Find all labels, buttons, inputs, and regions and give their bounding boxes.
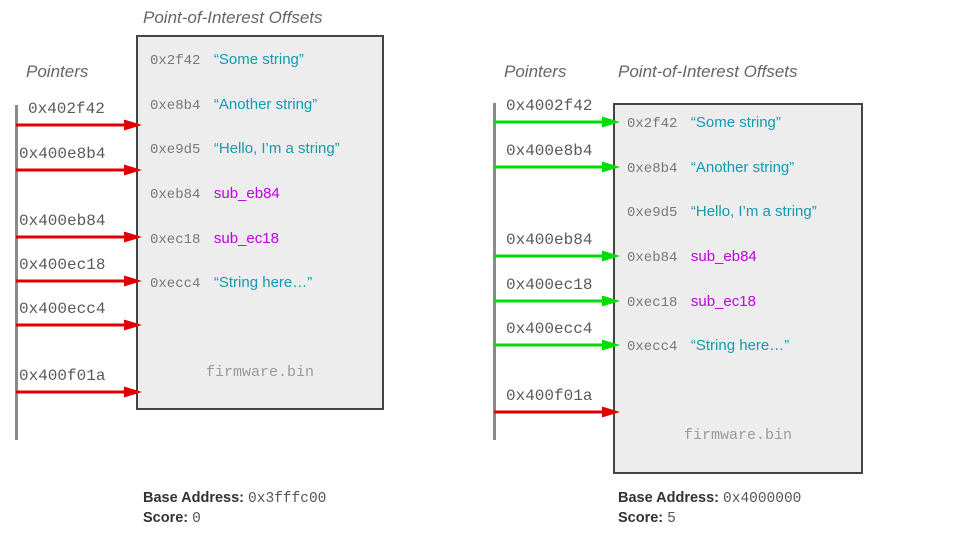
pointer-label: 0x400f01a [19, 367, 106, 385]
offset-value: “String here…” [690, 337, 790, 354]
offset-address: 0xe9d5 [627, 205, 678, 221]
stats-footer-left: Base Address: 0x3fffc00 Score: 0 [143, 489, 326, 529]
offset-value: “String here…” [213, 274, 313, 291]
firmware-filename-left: firmware.bin [205, 364, 315, 381]
score-line: Score: 5 [618, 509, 801, 529]
firmware-box-left: firmware.bin [136, 35, 384, 410]
pointer-label: 0x4002f42 [506, 97, 593, 115]
offset-address: 0x2f42 [150, 53, 201, 69]
offset-address: 0xeb84 [150, 187, 201, 203]
score-label: Score: [618, 510, 664, 526]
scoring-panel-left: Point-of-Interest Offsets Pointers firmw… [15, 8, 384, 529]
offset-address: 0xec18 [627, 295, 678, 311]
pointer-label: 0x400e8b4 [19, 145, 106, 163]
offset-value: sub_eb84 [690, 248, 757, 265]
offset-row: 0xecc4 “String here…” [150, 275, 312, 291]
offset-address: 0xecc4 [150, 276, 201, 292]
offset-address: 0x2f42 [627, 116, 678, 132]
pointer-label: 0x400eb84 [19, 212, 106, 230]
offset-value: “Another string” [213, 96, 318, 113]
pointer-arrow-miss [16, 231, 142, 243]
pointer-arrow-miss [16, 319, 142, 331]
offset-value: “Another string” [690, 159, 795, 176]
pointer-axis-left [15, 105, 18, 440]
offset-value: sub_ec18 [690, 293, 756, 310]
pointer-arrow-miss [494, 406, 620, 418]
offset-address: 0xe8b4 [150, 98, 201, 114]
pointers-heading-right: Pointers [504, 62, 567, 81]
offset-row: 0x2f42 “Some string” [150, 52, 304, 68]
base-address-line: Base Address: 0x4000000 [618, 489, 801, 509]
offset-address: 0xe8b4 [627, 161, 678, 177]
base-address-label: Base Address: [143, 490, 245, 506]
pointers-heading-left: Pointers [26, 62, 89, 81]
pointer-label: 0x400ecc4 [19, 300, 106, 318]
pointer-arrow-match [494, 116, 620, 128]
offset-row: 0xeb84 sub_eb84 [150, 186, 280, 202]
pointer-arrow-match [494, 161, 620, 173]
score-line: Score: 0 [143, 509, 326, 529]
scoring-panel-right: Pointers Point-of-Interest Offsets firmw… [480, 0, 960, 540]
base-address-line: Base Address: 0x3fffc00 [143, 489, 326, 509]
offset-row: 0xe8b4 “Another string” [150, 97, 317, 113]
offset-row: 0xec18 sub_ec18 [150, 231, 279, 247]
offset-row: 0xe8b4 “Another string” [627, 160, 794, 176]
pointer-label: 0x400eb84 [506, 231, 593, 249]
firmware-box-right: firmware.bin [613, 103, 863, 474]
offset-row: 0xe9d5 “Hello, I’m a string” [627, 204, 817, 220]
offset-value: sub_eb84 [213, 185, 280, 202]
pointer-arrow-match [494, 250, 620, 262]
pointer-label: 0x400ecc4 [506, 320, 593, 338]
pointer-arrow-match [494, 295, 620, 307]
pointer-label: 0x400ec18 [19, 256, 106, 274]
pointer-arrow-miss [16, 275, 142, 287]
offset-address: 0xe9d5 [150, 142, 201, 158]
pointer-arrow-miss [16, 386, 142, 398]
offset-row: 0xe9d5 “Hello, I’m a string” [150, 141, 340, 157]
base-address-value: 0x3fffc00 [248, 491, 327, 507]
stats-footer-right: Base Address: 0x4000000 Score: 5 [618, 489, 801, 529]
offset-value: sub_ec18 [213, 230, 279, 247]
offset-row: 0xec18 sub_ec18 [627, 294, 756, 310]
pointer-arrow-miss [16, 119, 142, 131]
offset-address: 0xecc4 [627, 339, 678, 355]
offsets-heading-right: Point-of-Interest Offsets [618, 62, 798, 81]
pointer-label: 0x400ec18 [506, 276, 593, 294]
offset-row: 0xeb84 sub_eb84 [627, 249, 757, 265]
offset-address: 0xec18 [150, 232, 201, 248]
base-address-value: 0x4000000 [723, 491, 802, 507]
offset-value: “Hello, I’m a string” [213, 140, 340, 157]
offset-value: “Some string” [690, 114, 781, 131]
base-address-label: Base Address: [618, 490, 720, 506]
pointer-axis-right [493, 103, 496, 440]
offsets-heading-left: Point-of-Interest Offsets [143, 8, 323, 27]
offset-address: 0xeb84 [627, 250, 678, 266]
offset-row: 0x2f42 “Some string” [627, 115, 781, 131]
firmware-filename-right: firmware.bin [683, 427, 793, 444]
score-value: 0 [192, 511, 201, 527]
pointer-label: 0x400e8b4 [506, 142, 593, 160]
score-value: 5 [667, 511, 676, 527]
pointer-label: 0x402f42 [28, 100, 105, 118]
score-label: Score: [143, 510, 189, 526]
pointer-arrow-match [494, 339, 620, 351]
pointer-label: 0x400f01a [506, 387, 593, 405]
offset-value: “Some string” [213, 51, 304, 68]
offset-value: “Hello, I’m a string” [690, 203, 817, 220]
offset-row: 0xecc4 “String here…” [627, 338, 789, 354]
pointer-arrow-miss [16, 164, 142, 176]
